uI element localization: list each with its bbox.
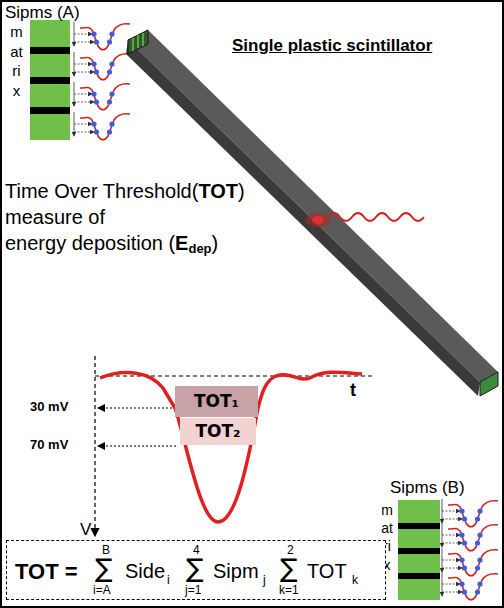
label-text: measure of — [5, 206, 105, 228]
region-label: TOT₂ — [195, 423, 240, 440]
label-text: dep — [188, 241, 211, 256]
threshold-label: 30 mV — [30, 400, 68, 415]
label-text: Sipms (B) — [390, 478, 465, 497]
label-text: V — [80, 520, 91, 539]
label-text: Single plastic scintillator — [232, 36, 432, 55]
matrix-title: Sipms (B) — [390, 478, 465, 498]
formula-text: j=1 — [185, 584, 201, 596]
formula-text: Side — [125, 561, 165, 581]
label-text: Sipms (A) — [5, 3, 80, 22]
matrix-word: matrix — [9, 22, 24, 100]
formula-text: TOT = — [15, 561, 78, 583]
tot-region: TOT₂ — [180, 418, 256, 445]
description-line: measure of — [5, 206, 105, 229]
description-line: energy deposition (Edep) — [5, 232, 218, 257]
formula-text: Sipm — [213, 561, 259, 581]
label-text: TOT — [198, 180, 238, 202]
formula-text: TOT — [307, 561, 347, 581]
formula-text: i — [167, 574, 170, 586]
formula-text: k — [352, 574, 358, 586]
sum-symbol: ∑ — [280, 555, 298, 581]
label-text: ) — [212, 232, 219, 254]
description-line: Time Over Threshold(TOT) — [5, 180, 245, 203]
formula-text: j — [263, 574, 266, 586]
label-text: 70 mV — [30, 437, 68, 452]
tot-region: TOT₁ — [175, 386, 258, 417]
label-text: t — [350, 380, 356, 400]
region-label: TOT₁ — [194, 393, 239, 410]
sum-symbol: ∑ — [95, 555, 113, 581]
axis-label: t — [350, 380, 356, 401]
formula-text: i=A — [93, 584, 111, 596]
axis-label: V — [80, 520, 91, 540]
label-text: E — [175, 232, 188, 254]
label-text: ) — [238, 180, 245, 202]
label-text: 30 mV — [30, 399, 68, 414]
label-text: Time Over Threshold( — [5, 180, 198, 202]
sum-symbol: ∑ — [186, 555, 204, 581]
figure-title: Single plastic scintillator — [232, 36, 432, 56]
formula-text: k=1 — [279, 584, 299, 596]
threshold-label: 70 mV — [30, 438, 68, 453]
matrix-title: Sipms (A) — [5, 3, 80, 23]
label-text: energy deposition ( — [5, 232, 175, 254]
label-text: matrix — [10, 23, 23, 99]
formula-box: TOT =B∑i=ASidei4∑j=1Sipmj2∑k=1TOTk — [6, 540, 386, 600]
